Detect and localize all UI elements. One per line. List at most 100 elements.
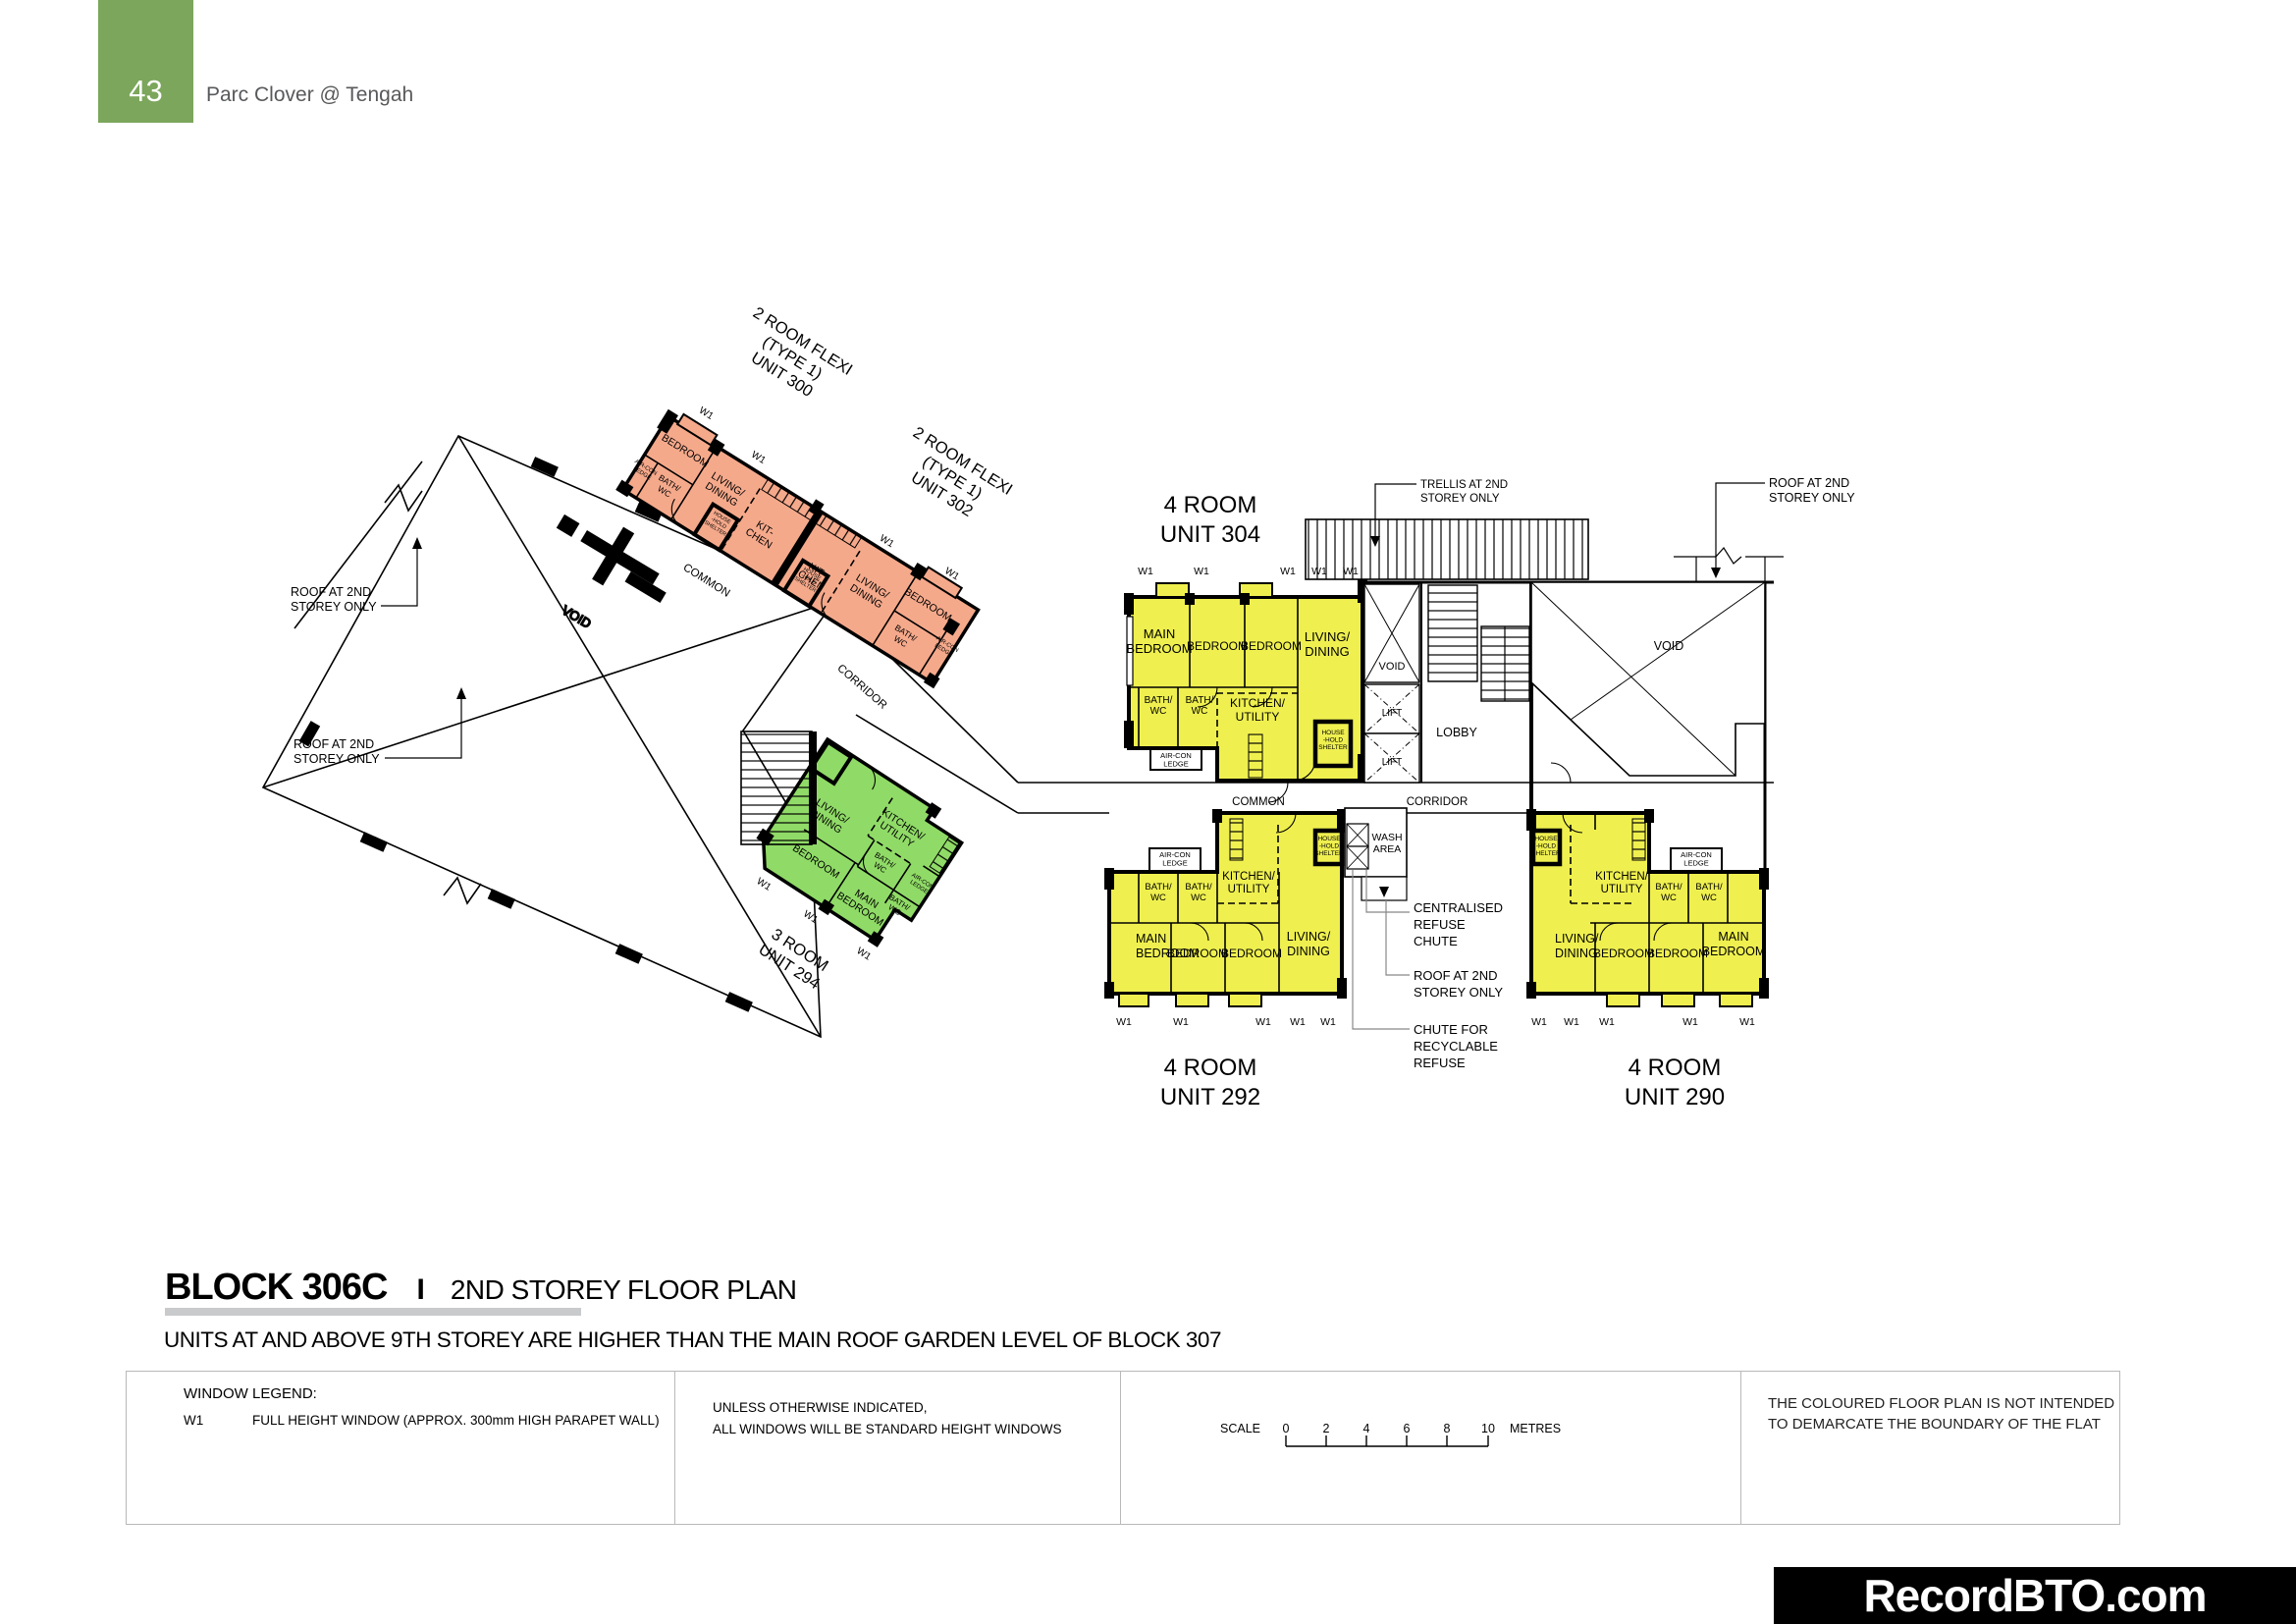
page-number-box: 43 bbox=[98, 0, 193, 123]
scale-tick-label: 4 bbox=[1363, 1422, 1370, 1435]
room-label: LIVING/DINING bbox=[1305, 629, 1351, 659]
void-label: VOID bbox=[560, 603, 594, 631]
legend-box: WINDOW LEGEND: W1 FULL HEIGHT WINDOW (AP… bbox=[126, 1371, 2120, 1525]
room-label: KITCHEN/UTILITY bbox=[1222, 871, 1275, 895]
party-wall bbox=[771, 509, 824, 587]
void-right: VOID bbox=[1530, 581, 1766, 777]
boundary-note: THE COLOURED FLOOR PLAN IS NOT INTENDED … bbox=[1768, 1395, 2115, 1433]
window-tag: W1 bbox=[1682, 1016, 1698, 1028]
scale-label: SCALE bbox=[1220, 1422, 1260, 1435]
room-label: BATH/WC bbox=[1186, 695, 1214, 717]
room-label: LIVING/DINING bbox=[1555, 932, 1599, 960]
window-legend-code: W1 bbox=[184, 1413, 204, 1428]
lobby-label: LOBBY bbox=[1436, 726, 1477, 739]
core: VOID LIFT LIFT LOBBY bbox=[1361, 476, 1855, 872]
window-tag: W1 bbox=[1531, 1016, 1547, 1028]
void-label: VOID bbox=[1654, 639, 1684, 653]
unit-302-label: 2 ROOM FLEXI(TYPE 1)UNIT 302 bbox=[889, 424, 1016, 532]
room-label: LIVING/DINING bbox=[1287, 930, 1331, 958]
staircase-core bbox=[1427, 584, 1530, 702]
room-label: BATH/WC bbox=[1185, 882, 1212, 903]
storey-note: UNITS AT AND ABOVE 9TH STOREY ARE HIGHER… bbox=[164, 1327, 1221, 1352]
window-tag: W1 bbox=[1116, 1016, 1132, 1028]
window-legend-title: WINDOW LEGEND: bbox=[184, 1385, 317, 1402]
void-shaft: VOID bbox=[1363, 583, 1420, 683]
window-tag: W1 bbox=[1173, 1016, 1189, 1028]
corridor-label-diagonal: CORRIDOR bbox=[834, 663, 888, 712]
room-label: BEDROOM bbox=[1221, 947, 1282, 960]
void-label: VOID bbox=[1379, 661, 1406, 673]
unit-294-label: 3 ROOMUNIT 294 bbox=[755, 924, 833, 993]
scale-bar: SCALE 0 2 4 6 8 10 METRES bbox=[1220, 1422, 1561, 1447]
scale-tick-label: 0 bbox=[1283, 1422, 1290, 1435]
arrow-up-icon bbox=[412, 537, 422, 549]
room-label: BATH/WC bbox=[1695, 882, 1723, 903]
window-legend-desc: FULL HEIGHT WINDOW (APPROX. 300mm HIGH P… bbox=[252, 1413, 660, 1428]
window-tag: W1 bbox=[801, 908, 820, 926]
page-number: 43 bbox=[129, 74, 163, 108]
lift-shafts: LIFT LIFT bbox=[1363, 683, 1420, 784]
common-label: COMMON bbox=[1232, 796, 1285, 808]
scale-unit-label: METRES bbox=[1510, 1422, 1561, 1435]
scale-tick-label: 2 bbox=[1323, 1422, 1330, 1435]
storey-title: 2ND STOREY FLOOR PLAN bbox=[450, 1274, 797, 1305]
room-label: BEDROOM bbox=[1187, 639, 1248, 653]
watermark-bar: RecordBTO.com bbox=[1774, 1567, 2296, 1624]
project-name: Parc Clover @ Tengah bbox=[206, 83, 414, 106]
scale-tick-label: 8 bbox=[1444, 1422, 1451, 1435]
title-separator: I bbox=[416, 1273, 425, 1306]
room-label: BATH/WC bbox=[1655, 882, 1682, 903]
window-tag: W1 bbox=[1280, 566, 1296, 577]
common-label-diagonal: COMMON bbox=[681, 562, 732, 600]
title-underline bbox=[165, 1308, 581, 1316]
unit-300-label: 2 ROOM FLEXI(TYPE 1)UNIT 300 bbox=[729, 304, 856, 412]
room-label: BATH/WC bbox=[1145, 882, 1172, 903]
window-tag: W1 bbox=[1599, 1016, 1615, 1028]
room-label: BEDROOM bbox=[1167, 947, 1228, 960]
room-label: BEDROOM bbox=[1241, 639, 1302, 653]
window-tag: W1 bbox=[1320, 1016, 1336, 1028]
room-label: KITCHEN/UTILITY bbox=[1595, 871, 1648, 895]
staircase-left bbox=[740, 731, 817, 845]
window-tag: W1 bbox=[697, 406, 716, 423]
plan-title: BLOCK 306C I 2ND STOREY FLOOR PLAN bbox=[165, 1267, 797, 1309]
lift-label: LIFT bbox=[1382, 708, 1403, 719]
corridor-label: CORRIDOR bbox=[1407, 796, 1468, 808]
arrow-up-icon bbox=[456, 687, 466, 699]
scale-tick-label: 6 bbox=[1404, 1422, 1411, 1435]
scale-tick-label: 10 bbox=[1481, 1422, 1495, 1435]
window-tag: W1 bbox=[1564, 1016, 1579, 1028]
window-tag: W1 bbox=[749, 450, 768, 467]
wall-ticks bbox=[298, 457, 769, 1012]
room-label: KITCHEN/UTILITY bbox=[1230, 696, 1286, 724]
room-label: BEDROOM bbox=[1593, 947, 1654, 960]
arrow-down-icon bbox=[1379, 887, 1389, 897]
window-tag: W1 bbox=[1255, 1016, 1271, 1028]
lift-label: LIFT bbox=[1382, 757, 1403, 768]
room-label: BEDROOM bbox=[1647, 947, 1708, 960]
block-title: BLOCK 306C bbox=[165, 1267, 388, 1308]
window-tag: W1 bbox=[1739, 1016, 1755, 1028]
